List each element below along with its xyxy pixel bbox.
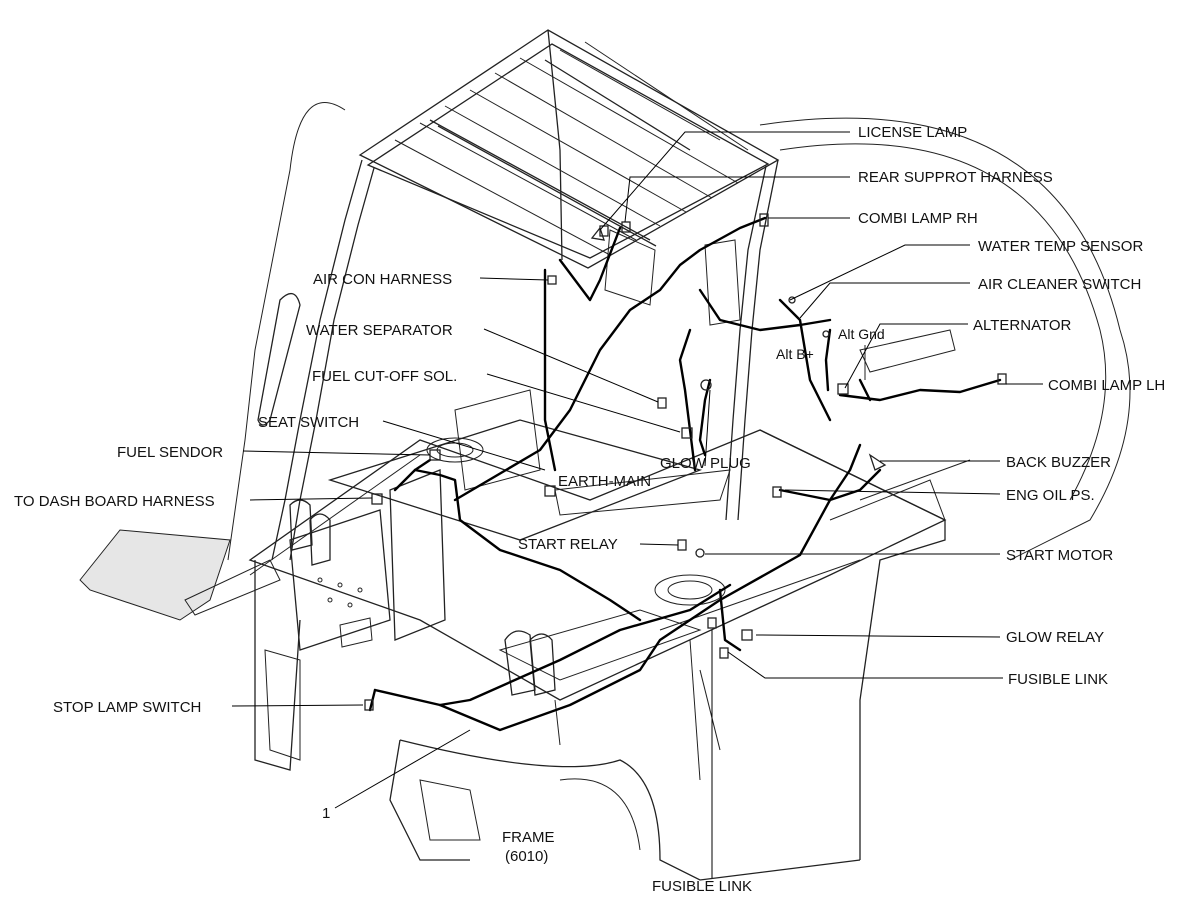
label-alt-gnd: Alt Gnd (838, 326, 885, 342)
label-eng-oil-ps: ENG OIL PS. (1006, 487, 1095, 504)
callout-labels: LICENSE LAMP REAR SUPPROT HARNESS COMBI … (14, 124, 1165, 895)
label-license-lamp: LICENSE LAMP (858, 124, 967, 141)
label-frame-code: (6010) (505, 848, 548, 865)
label-fuel-sendor: FUEL SENDOR (117, 444, 223, 461)
label-alternator: ALTERNATOR (973, 317, 1072, 334)
overhead-guard (358, 29, 780, 269)
label-combi-lamp-rh: COMBI LAMP RH (858, 210, 978, 227)
label-glow-relay: GLOW RELAY (1006, 629, 1104, 646)
label-water-separator: WATER SEPARATOR (306, 322, 453, 339)
label-frame: FRAME (502, 829, 555, 846)
label-glow-plug: GLOW PLUG (660, 455, 751, 472)
label-start-motor: START MOTOR (1006, 547, 1113, 564)
label-fusible-link-right: FUSIBLE LINK (1008, 671, 1108, 688)
mast-pillars (227, 29, 1131, 561)
label-callout-1: 1 (322, 805, 330, 822)
label-fuel-cut-off-sol: FUEL CUT-OFF SOL. (312, 368, 457, 385)
label-alt-b-plus: Alt B+ (776, 346, 814, 362)
leader-lines (231, 131, 1043, 878)
wire-harness (368, 216, 1002, 732)
label-to-dash-board-harness: TO DASH BOARD HARNESS (14, 493, 215, 510)
label-water-temp-sensor: WATER TEMP SENSOR (978, 238, 1143, 255)
label-back-buzzer: BACK BUZZER (1006, 454, 1111, 471)
label-seat-switch: SEAT SWITCH (258, 414, 359, 431)
label-fusible-link-bottom: FUSIBLE LINK (652, 878, 752, 895)
chassis-body (79, 229, 971, 881)
label-air-cleaner-switch: AIR CLEANER SWITCH (978, 276, 1141, 293)
label-start-relay: START RELAY (518, 536, 618, 553)
label-rear-support-harness: REAR SUPPROT HARNESS (858, 169, 1053, 186)
label-earth-main: EARTH-MAIN (558, 473, 651, 490)
label-combi-lamp-lh: COMBI LAMP LH (1048, 377, 1165, 394)
label-air-con-harness: AIR CON HARNESS (313, 271, 452, 288)
label-stop-lamp-switch: STOP LAMP SWITCH (53, 699, 201, 716)
